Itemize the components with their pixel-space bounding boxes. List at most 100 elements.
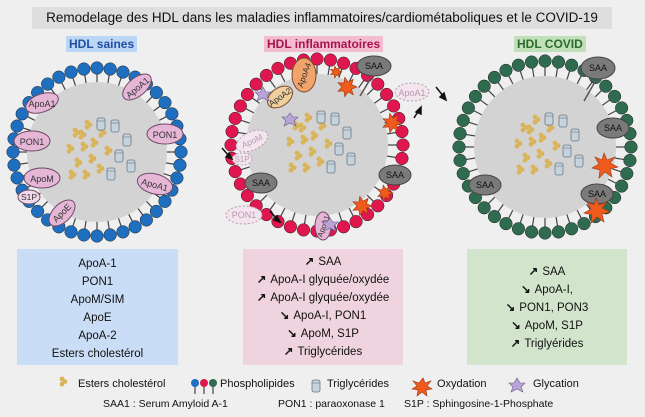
phospholipid-head <box>158 194 172 208</box>
pon1-label: PON1 <box>20 137 45 147</box>
phospholipid-icon <box>191 379 217 394</box>
phospholipid-head <box>271 61 285 75</box>
phospholipid-head <box>10 119 24 133</box>
apoa4-protein: ApoA4 <box>291 57 317 93</box>
phospholipid-head <box>461 101 475 115</box>
phospholipid-head <box>499 217 513 231</box>
phospholipid-head <box>240 188 254 203</box>
healthy-particle: ApoA1 ApoA1 PON1 PON1 ApoM S1P ApoA1 Ap <box>6 61 188 243</box>
triglyceride <box>554 162 564 176</box>
phospholipid-head <box>380 87 394 102</box>
phospholipid-head <box>310 52 324 66</box>
phospholipid-head <box>608 89 622 104</box>
s1p-label: S1P <box>21 192 37 202</box>
phospholipid-head <box>52 70 66 84</box>
apoa1-oxidized-protein: ApoA1 <box>314 211 332 241</box>
phospholipid-head <box>371 77 385 91</box>
footer-s1p-definition: S1P : Sphingosine-1-Phosphate <box>404 398 554 410</box>
phospholipid-head <box>620 167 634 181</box>
pon1-label: PON1 <box>153 130 178 140</box>
phospholipid-head <box>453 153 467 168</box>
summary-item: ↘ApoA-I, <box>467 281 627 299</box>
decrease-arrow-icon: ↘ <box>521 284 531 296</box>
phospholipid-head <box>577 217 591 231</box>
triglyceride <box>562 144 572 158</box>
phospholipid-head <box>174 145 188 159</box>
legend-phospholipids: Phospholipides <box>220 378 295 390</box>
figure-title: Remodelage des HDL dans les maladies inf… <box>32 7 612 29</box>
phospholipid-head <box>90 61 104 75</box>
phospholipid-head <box>225 124 239 139</box>
saa-label: SAA <box>589 63 607 73</box>
phospholipid-head <box>323 53 338 67</box>
phospholipid-head <box>551 225 566 239</box>
legend-glycation: Glycation <box>533 378 579 390</box>
summary-box-healthy: ApoA-1 PON1 ApoM/SIM ApoE ApoA-2 Esters … <box>17 249 178 365</box>
increase-arrow-icon: ↗ <box>256 292 267 304</box>
phospholipid-head <box>599 79 613 93</box>
oxidation-star <box>329 65 343 79</box>
legend-cholesterol-esters: Esters cholestérol <box>78 378 166 390</box>
phospholipid-head <box>165 107 179 121</box>
triglyceride <box>334 142 344 156</box>
phospholipid-head <box>511 222 525 236</box>
pon1-faded-protein: PON1 <box>225 205 263 225</box>
phospholipid-head <box>128 220 142 234</box>
phospholipid-head <box>395 151 409 166</box>
cholesterol-ester-icon <box>59 376 68 387</box>
phospholipid-head <box>283 220 297 234</box>
phospholipid-head <box>565 222 579 236</box>
triglyceride-icon <box>311 379 321 393</box>
summary-item: Esters cholestérol <box>51 348 144 360</box>
covid-particle: SAA SAA SAA SAA <box>452 54 638 240</box>
phospholipid-head <box>396 138 410 152</box>
phospholipid-head <box>116 225 130 239</box>
phospholipid-head <box>623 153 637 168</box>
summary-item: ↗ApoA-I glyquée/oxydée <box>243 289 403 307</box>
saa-label: SAA <box>604 123 622 133</box>
phospholipid-head <box>551 55 566 69</box>
triglyceride <box>346 152 356 166</box>
summary-item: ↘ApoA-I, PON1 <box>243 307 403 325</box>
phospholipid-head <box>477 201 491 215</box>
decrease-arrow-icon: ↘ <box>279 310 290 322</box>
phospholipid-head <box>173 158 187 172</box>
saa-label: SAA <box>588 189 606 199</box>
phospholipid-head <box>371 199 385 213</box>
phospholipid-head <box>103 228 117 242</box>
apoe-protein: ApoE <box>48 199 76 227</box>
phospholipid-head <box>170 171 184 185</box>
triglyceride <box>330 112 340 126</box>
increase-arrow-icon: ↗ <box>528 266 539 278</box>
phospholipid-head <box>77 228 91 242</box>
triglyceride <box>110 119 120 133</box>
oxidation-star <box>352 195 373 217</box>
summary-item: ↗Triglycérides <box>243 343 403 361</box>
phospholipid-head <box>64 65 78 79</box>
s1p-faded-molecule: S1P <box>231 152 253 166</box>
summary-box-inflammatory: ↗SAA ↗ApoA-I glyquée/oxydée ↗ApoA-I glyq… <box>243 249 403 365</box>
triglyceride <box>574 154 584 168</box>
s1p-faded-label: S1P <box>234 155 249 164</box>
increase-arrow-icon: ↗ <box>283 346 294 358</box>
summary-item: ↗ApoA-I glyquée/oxydée <box>243 271 403 289</box>
decrease-arrow-icon: ↘ <box>287 328 297 340</box>
pon1-protein: PON1 <box>13 130 51 152</box>
phospholipid-head <box>139 213 153 227</box>
phospholipid-head <box>524 225 539 239</box>
phospholipid-head <box>524 55 539 69</box>
triglyceride <box>326 160 336 174</box>
phospholipid-head <box>224 138 238 152</box>
saa-label: SAA <box>476 180 494 190</box>
saa-label: SAA <box>252 178 270 188</box>
apom-label: ApoM <box>30 174 54 184</box>
phospholipid-head <box>395 124 409 139</box>
saa-protein: SAA <box>244 172 278 194</box>
summary-item: ApoM/SIM <box>70 294 125 306</box>
summary-box-covid: ↗SAA ↘ApoA-I, ↘PON1, PON3 ↘ApoM, S1P ↗Tr… <box>467 249 627 365</box>
phospholipid-head <box>240 87 254 102</box>
apom-faded-protein: ApoM <box>235 129 269 153</box>
phospholipid-head <box>158 96 172 110</box>
saa-label: SAA <box>386 170 404 180</box>
phospholipid-head <box>337 220 351 234</box>
